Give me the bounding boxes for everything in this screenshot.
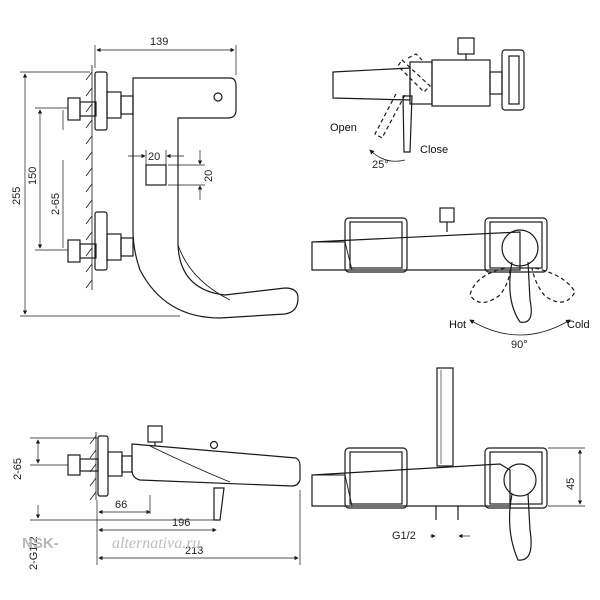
label-cold: Cold	[567, 319, 590, 331]
angle-90: 90°	[511, 339, 528, 351]
watermark-site: alternativa.ru	[112, 535, 200, 552]
dim-139: 139	[150, 36, 168, 48]
wall-hatch	[85, 65, 93, 290]
dim-g12: G1/2	[392, 530, 416, 542]
dim-2-65-top: 2-65	[50, 193, 62, 215]
open-close-view	[332, 37, 525, 162]
dim-2-65-bottom: 2-65	[12, 458, 24, 480]
dim-255: 255	[11, 187, 23, 205]
label-open: Open	[330, 122, 357, 134]
dim-2-g12: 2-G1/2	[28, 536, 40, 570]
side-view-bottom-left	[30, 425, 301, 565]
label-close: Close	[420, 144, 448, 156]
dim-150: 150	[27, 167, 39, 185]
dim-196: 196	[172, 517, 190, 529]
dim-45: 45	[565, 478, 577, 490]
dim-lines	[20, 45, 237, 317]
dim-20-horizontal: 20	[148, 151, 160, 163]
watermark-brand: NSK-	[22, 535, 59, 552]
hot-cold-view	[311, 207, 576, 336]
angle-25: 25°	[372, 159, 389, 171]
dim-20-vertical: 20	[203, 170, 215, 182]
dim-66: 66	[115, 499, 127, 511]
top-view-bottom-right	[311, 367, 585, 561]
side-view-top-left	[20, 45, 299, 319]
label-hot: Hot	[449, 319, 466, 331]
dim-213: 213	[185, 545, 203, 557]
